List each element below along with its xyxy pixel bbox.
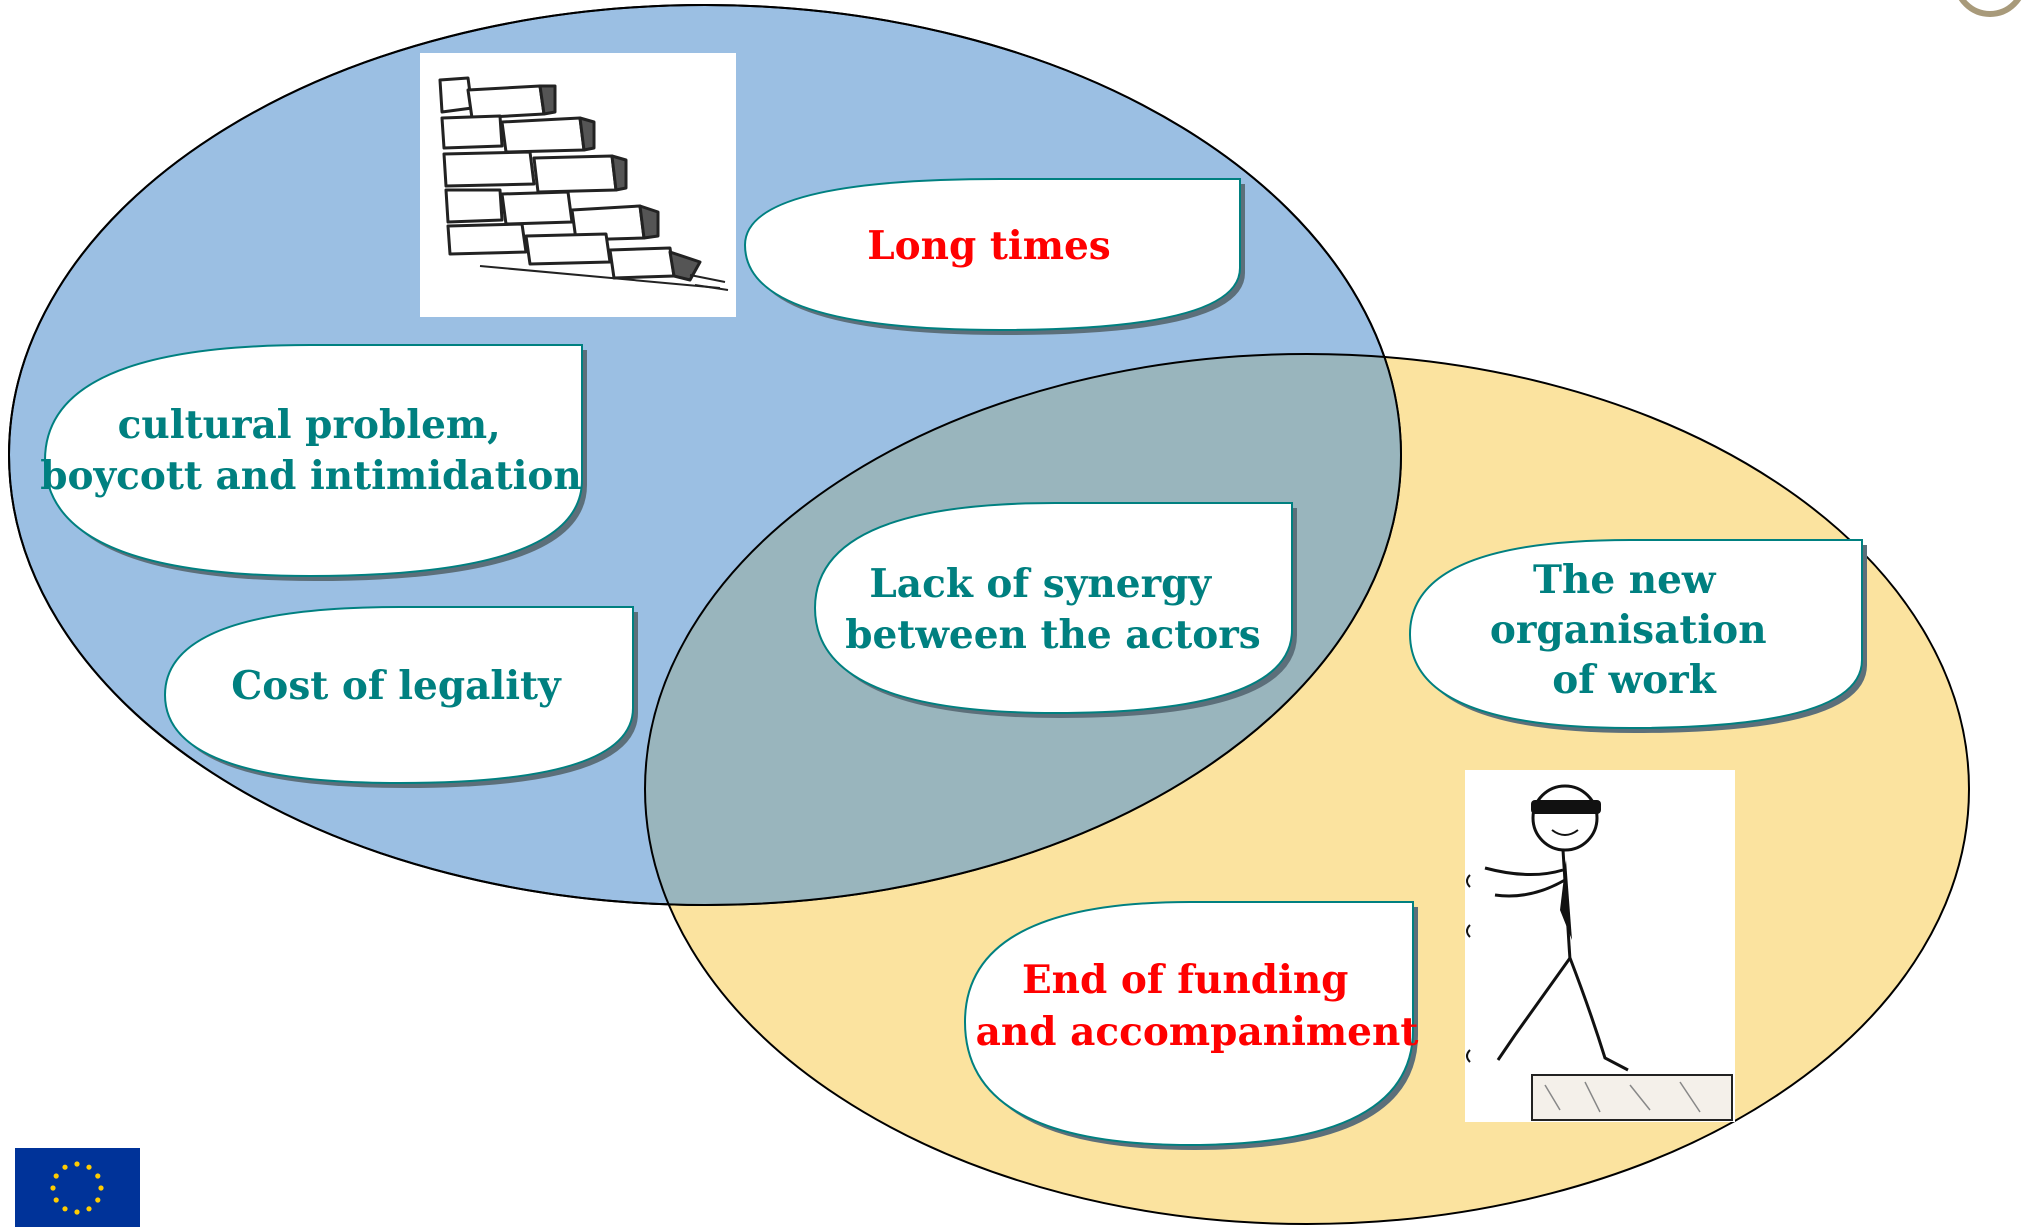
- blindfolded-man-walking-off-edge-icon: [1465, 770, 1735, 1122]
- bubble-text-new-org: The new organisation of work: [1490, 557, 1780, 703]
- bubble-lack-of-synergy: Lack of synergy between the actors: [813, 502, 1297, 718]
- brick-wall-sketch-icon: [420, 53, 736, 317]
- eu-flag-icon: [15, 1148, 140, 1227]
- eu-star-icon: [50, 1185, 56, 1191]
- bubble-cost-of-legality: Cost of legality: [163, 606, 638, 788]
- bubble-end-of-funding: End of funding and accompaniment: [963, 901, 1419, 1150]
- eu-star-icon: [95, 1197, 101, 1203]
- eu-star-icon: [86, 1206, 92, 1212]
- bubble-text-funding: End of funding and accompaniment: [976, 957, 1419, 1055]
- eu-star-icon: [95, 1173, 101, 1179]
- eu-star-icon: [53, 1173, 59, 1179]
- eu-star-icon: [62, 1206, 68, 1212]
- bubble-long-times: Long times: [743, 178, 1245, 335]
- eu-star-icon: [74, 1161, 80, 1167]
- eu-star-icon: [62, 1164, 68, 1170]
- bubble-cultural-problem: cultural problem, boycott and intimidati…: [40, 344, 587, 581]
- eu-star-icon: [98, 1185, 104, 1191]
- bubble-text-cultural: cultural problem, boycott and intimidati…: [40, 402, 582, 499]
- bubble-text-synergy: Lack of synergy between the actors: [845, 561, 1261, 658]
- logo-icon: [1958, 0, 2022, 17]
- bubble-new-organisation: The new organisation of work: [1408, 539, 1867, 733]
- eu-star-icon: [53, 1197, 59, 1203]
- bubble-text-cost: Cost of legality: [231, 663, 562, 709]
- bubble-text-long-times: Long times: [867, 223, 1111, 269]
- eu-star-icon: [74, 1209, 80, 1215]
- eu-star-icon: [86, 1164, 92, 1170]
